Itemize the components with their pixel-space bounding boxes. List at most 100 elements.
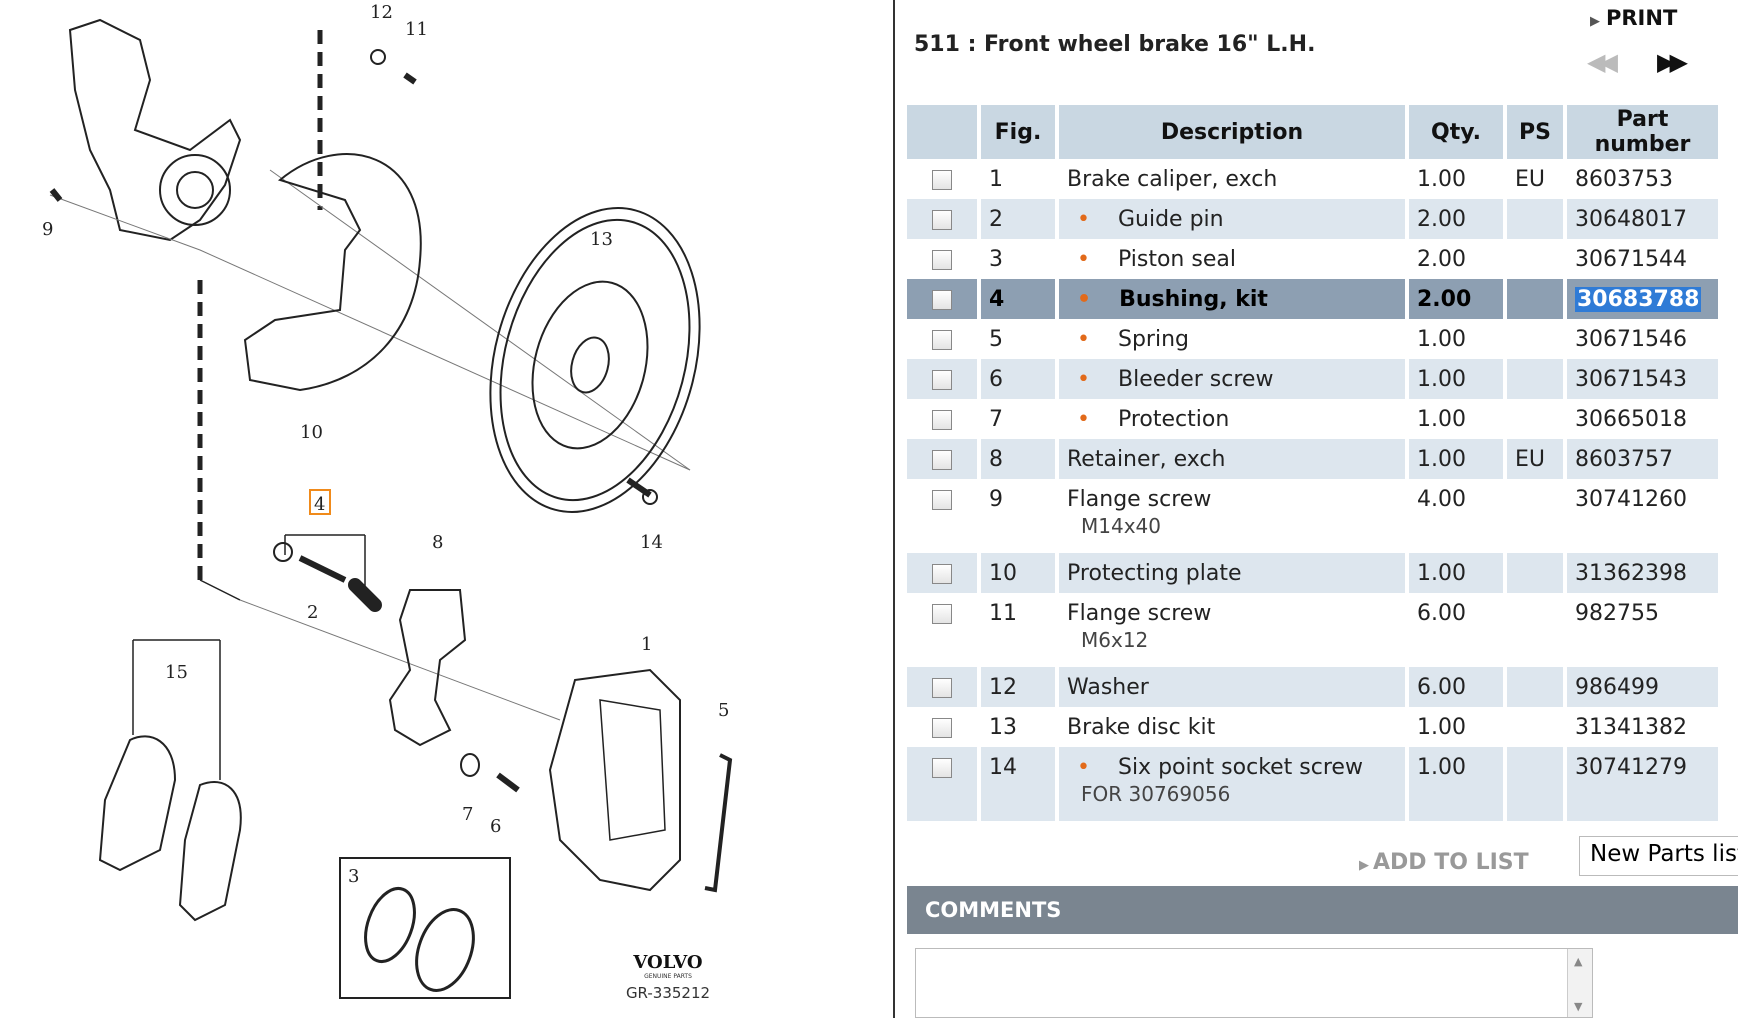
previous-page-icon[interactable]: ◀◀ <box>1587 48 1618 76</box>
part-number-text[interactable]: 30683788 <box>1575 286 1702 312</box>
row-checkbox[interactable] <box>932 758 952 778</box>
volvo-logo: VOLVO <box>632 952 702 973</box>
row-checkbox[interactable] <box>932 169 952 190</box>
column-header-qty[interactable]: Qty. <box>1409 103 1503 159</box>
column-header-part-number[interactable]: Part number <box>1567 103 1718 159</box>
part-number-text[interactable]: 30741260 <box>1575 487 1687 512</box>
ps-cell <box>1507 821 1563 826</box>
callout-7: 7 <box>462 804 473 825</box>
description-text: Flange screw <box>1067 487 1212 512</box>
part-number-cell[interactable]: 30683788 <box>1567 279 1718 319</box>
fig-cell: 2 <box>981 199 1055 239</box>
part-number-cell[interactable]: 982755 <box>1567 593 1718 667</box>
part-number-text[interactable]: 30671546 <box>1575 326 1687 352</box>
diagram-reference: GR-335212 <box>626 984 710 1002</box>
part-number-cell[interactable]: 30741260 <box>1567 479 1718 553</box>
part-number-cell[interactable]: 986499 <box>1567 667 1718 707</box>
part-number-cell[interactable]: 30648017 <box>1567 199 1718 239</box>
part-number-cell[interactable]: 30741260 <box>1567 821 1718 826</box>
scroll-down-icon[interactable]: ▼ <box>1574 1000 1583 1013</box>
callout-4: 4 <box>314 494 325 515</box>
ps-cell: EU <box>1507 439 1563 479</box>
next-page-icon[interactable]: ▶▶ <box>1657 48 1688 76</box>
column-header-ps[interactable]: PS <box>1507 103 1563 159</box>
part-number-text[interactable]: 986499 <box>1575 674 1659 700</box>
row-checkbox[interactable] <box>932 563 952 584</box>
part-number-text[interactable]: 8603757 <box>1575 446 1673 472</box>
part-number-text[interactable]: 30741279 <box>1575 755 1687 780</box>
part-number-cell[interactable]: 30671546 <box>1567 319 1718 359</box>
row-checkbox[interactable] <box>932 289 952 310</box>
callout-13: 13 <box>590 229 613 250</box>
qty-cell: 1.00 <box>1417 166 1466 192</box>
part-number-text[interactable]: 31341382 <box>1575 714 1687 740</box>
callout-8: 8 <box>432 532 443 553</box>
part-number-text[interactable]: 30671544 <box>1575 246 1687 272</box>
part-number-text[interactable]: 982755 <box>1575 601 1659 626</box>
comments-textarea[interactable]: ▲ ▼ <box>915 948 1593 1018</box>
row-checkbox[interactable] <box>932 449 952 470</box>
add-to-list-button[interactable]: ▶ADD TO LIST <box>1359 850 1529 875</box>
part-number-cell[interactable]: 8603757 <box>1567 439 1718 479</box>
part-number-text[interactable]: 30648017 <box>1575 206 1687 232</box>
description-text: Brake disc kit <box>1067 714 1216 740</box>
comments-scrollbar[interactable]: ▲ ▼ <box>1567 949 1592 1017</box>
part-number-text[interactable]: 30671543 <box>1575 366 1687 392</box>
part-number-text[interactable]: 30665018 <box>1575 406 1687 432</box>
description-text: Bleeder screw <box>1117 366 1274 392</box>
part-number-cell[interactable]: 31362398 <box>1567 553 1718 593</box>
part-number-cell[interactable]: 30741279 <box>1567 747 1718 821</box>
part-number-text[interactable]: 31362398 <box>1575 560 1687 586</box>
row-checkbox[interactable] <box>932 604 952 624</box>
row-checkbox[interactable] <box>932 369 952 390</box>
description-cell: Retainer, exch <box>1059 439 1405 479</box>
part-number-cell[interactable]: 30671544 <box>1567 239 1718 279</box>
part-number-cell[interactable]: 30671543 <box>1567 359 1718 399</box>
qty-cell: 2.00 <box>1417 246 1466 272</box>
column-header-description[interactable]: Description <box>1059 103 1405 159</box>
row-checkbox[interactable] <box>932 409 952 430</box>
row-checkbox[interactable] <box>932 490 952 510</box>
parts-list-select[interactable]: New Parts list <box>1579 836 1738 876</box>
row-checkbox[interactable] <box>932 209 952 230</box>
description-cell: Brake caliper, exch <box>1059 159 1405 199</box>
part-number-cell[interactable]: 8603753 <box>1567 159 1718 199</box>
description-text: Brake caliper, exch <box>1067 166 1278 192</box>
column-header-fig[interactable]: Fig. <box>981 103 1055 159</box>
row-checkbox[interactable] <box>932 717 952 738</box>
row-select-cell <box>907 821 977 826</box>
print-button[interactable]: ▶PRINT <box>1590 6 1677 30</box>
page-title: 511 : Front wheel brake 16" L.H. <box>914 32 1316 57</box>
qty-cell: 2.00 <box>1409 821 1503 826</box>
part-number-text[interactable]: 8603753 <box>1575 166 1673 192</box>
part-number-cell[interactable]: 31341382 <box>1567 707 1718 747</box>
part-number-cell[interactable]: 30665018 <box>1567 399 1718 439</box>
ps-cell <box>1507 747 1563 821</box>
pane-divider[interactable] <box>893 0 895 1018</box>
callout-14: 14 <box>640 532 663 553</box>
row-checkbox[interactable] <box>932 677 952 698</box>
comments-header: COMMENTS <box>907 886 1738 934</box>
brake-diagram-svg: 12 11 9 13 10 4 8 14 2 15 1 5 7 6 3 VOLV… <box>42 2 733 1002</box>
description-cell: •Piston seal <box>1059 239 1405 279</box>
row-checkbox[interactable] <box>932 329 952 350</box>
scroll-up-icon[interactable]: ▲ <box>1574 955 1583 968</box>
row-checkbox[interactable] <box>932 249 952 270</box>
